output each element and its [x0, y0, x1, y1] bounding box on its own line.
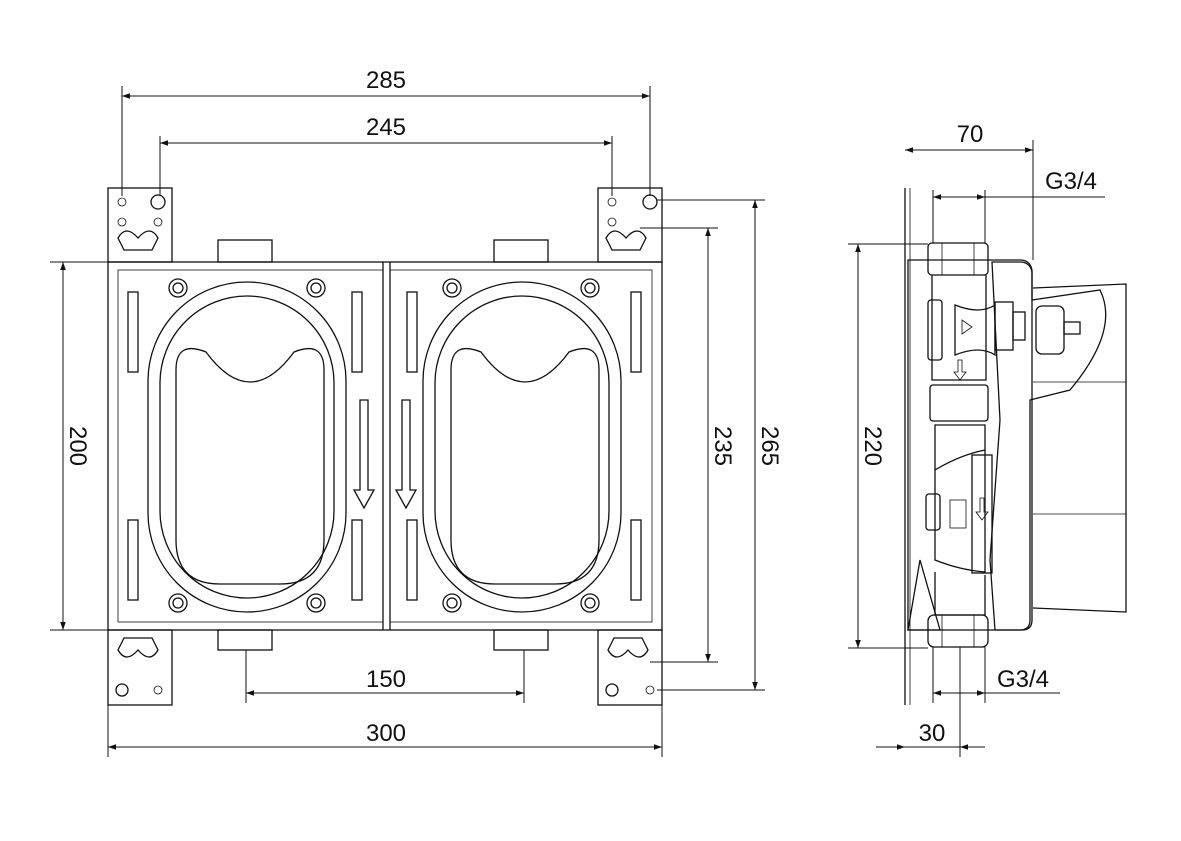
outlet-connector-right: [493, 629, 549, 651]
flow-arrow-icon: [394, 399, 418, 510]
mounting-bracket-bottom-left: [107, 629, 173, 706]
bottom-nut: [927, 614, 989, 648]
dim-285: 285: [366, 67, 406, 94]
dim-235: 235: [709, 426, 736, 466]
dim-30: 30: [919, 720, 946, 747]
inlet-connector-right: [493, 239, 549, 263]
thermostat-cartridge: [971, 454, 993, 574]
dim-220: 220: [859, 426, 886, 466]
cavity-left: [147, 281, 347, 613]
dim-300: 300: [366, 720, 406, 747]
flow-arrow-icon: [975, 497, 989, 521]
front-view: 285 245 200 235 265 150 300: [50, 67, 783, 757]
top-nut: [927, 242, 989, 276]
side-view: 70 G3/4 220 G3/4 30: [848, 121, 1127, 757]
dim-245: 245: [366, 114, 406, 141]
dim-265: 265: [756, 426, 783, 466]
flow-direction-icon: [961, 319, 973, 335]
dim-150: 150: [366, 666, 406, 693]
middle-nut: [929, 384, 989, 422]
dim-200: 200: [64, 426, 91, 466]
dim-g34-bottom: G3/4: [997, 666, 1049, 693]
valve-cartridge: [954, 303, 996, 357]
inlet-connector-left: [217, 239, 273, 263]
rear-sleeve: [1032, 283, 1127, 613]
mounting-bracket-top-right: [597, 187, 663, 263]
spindle-cap: [1035, 305, 1065, 355]
outlet-connector-left: [217, 629, 273, 651]
flow-arrow-icon: [352, 399, 376, 510]
mounting-bracket-bottom-right: [597, 629, 663, 706]
slots: [127, 291, 642, 601]
dim-70: 70: [957, 121, 984, 148]
mounting-plate: [107, 261, 663, 631]
dim-g34-top: G3/4: [1045, 168, 1097, 195]
screw-holes: [168, 278, 600, 613]
flow-arrow-icon: [953, 359, 967, 381]
mounting-bracket-top-left: [107, 187, 173, 263]
cavity-right: [422, 281, 622, 613]
